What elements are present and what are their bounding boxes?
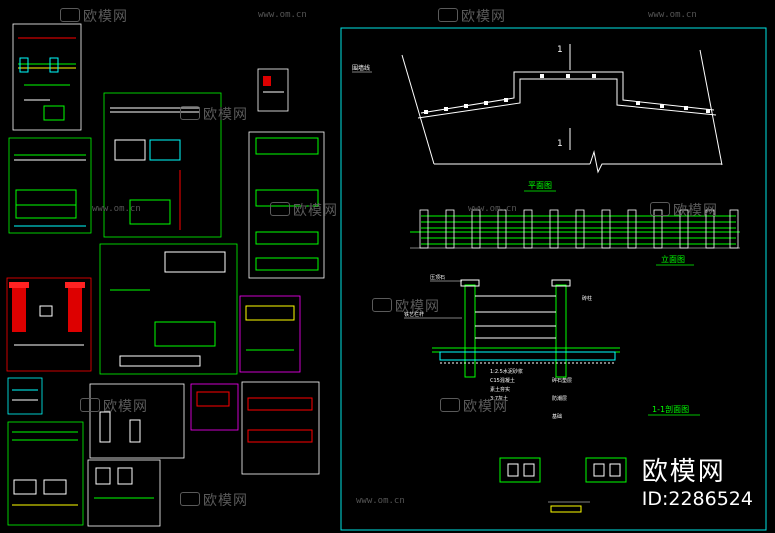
elevation-pillars [419, 209, 739, 249]
watermark-3: 欧模网 [180, 104, 248, 124]
section-title: 1-1剖面图 [652, 404, 689, 414]
watermark-8: 欧模网 [440, 396, 508, 416]
sheet-8 [248, 131, 325, 279]
plan-view [401, 44, 723, 174]
sheet-7 [257, 68, 289, 112]
sheet-1 [12, 23, 82, 131]
section-annotations: 压顶石 铁艺栏杆 砖柱 1:2.5水泥砂浆 C15混凝土 素土夯实 3:7灰土 … [404, 275, 592, 420]
watermark-9: 欧模网 [180, 490, 248, 510]
logo-icon [650, 202, 670, 216]
section-view [404, 279, 620, 378]
sheet-10 [239, 295, 301, 373]
watermark-7: 欧模网 [80, 396, 148, 416]
model-id: ID:2286524 [641, 488, 753, 510]
brand-name: 欧模网 [641, 457, 726, 487]
watermark-6: 欧模网 [372, 296, 440, 316]
plan-posts [424, 74, 710, 114]
sheet-13 [241, 381, 320, 475]
sheet-6 [103, 92, 222, 238]
watermark-url-3: www.om.cn [92, 204, 141, 214]
sheet-2 [8, 137, 92, 234]
annotation-2: 砖柱 [582, 295, 592, 302]
annotation-8: 防潮层 [552, 395, 567, 402]
logo-icon [438, 8, 458, 22]
logo-icon [60, 8, 80, 22]
wall-line-label: 围墙线 [352, 64, 370, 72]
annotation-1: 铁艺栏杆 [404, 311, 424, 318]
elevation-view [410, 215, 740, 249]
annotation-5: 素土夯实 [490, 386, 510, 393]
annotation-4: C15混凝土 [490, 377, 515, 384]
annotation-6: 3:7灰土 [490, 395, 508, 402]
watermark-url-2: www.om.cn [648, 10, 697, 20]
watermark-4: 欧模网 [270, 200, 338, 220]
watermark-2: 欧模网 [438, 6, 506, 26]
watermark-5: 欧模网 [650, 200, 718, 220]
annotation-9: 基础 [552, 413, 562, 420]
watermark-url-1: www.om.cn [258, 10, 307, 20]
watermark-1: 欧模网 [60, 6, 128, 26]
sheet-5 [7, 421, 84, 526]
sheet-9 [99, 243, 238, 375]
detail-boxes [499, 457, 627, 513]
sheet-4 [7, 377, 43, 415]
annotation-3: 1:2.5水泥砂浆 [490, 368, 523, 375]
sheet-frame [340, 27, 767, 531]
thumbnail-sheets [6, 23, 325, 527]
watermark-url-4: www.om.cn [468, 204, 517, 214]
logo-icon [180, 492, 200, 506]
sheet-3 [6, 277, 92, 372]
logo-icon [180, 106, 200, 120]
annotation-0: 压顶石 [430, 275, 445, 281]
logo-icon [270, 202, 290, 216]
logo-icon [80, 398, 100, 412]
watermark-url-5: www.om.cn [356, 496, 405, 506]
sheet-12 [190, 383, 239, 431]
logo-icon [440, 398, 460, 412]
logo-icon [372, 298, 392, 312]
sheet-14 [87, 459, 161, 527]
elevation-title: 立面图 [661, 254, 685, 264]
annotation-7: 碎石垫层 [552, 377, 572, 384]
brand-overlay: 欧模网 ID:2286524 [642, 457, 753, 511]
section-mark-top: 1 [557, 45, 563, 55]
plan-title: 平面图 [528, 181, 552, 190]
section-mark-bottom: 1 [557, 139, 563, 149]
sheet-11 [89, 383, 185, 459]
